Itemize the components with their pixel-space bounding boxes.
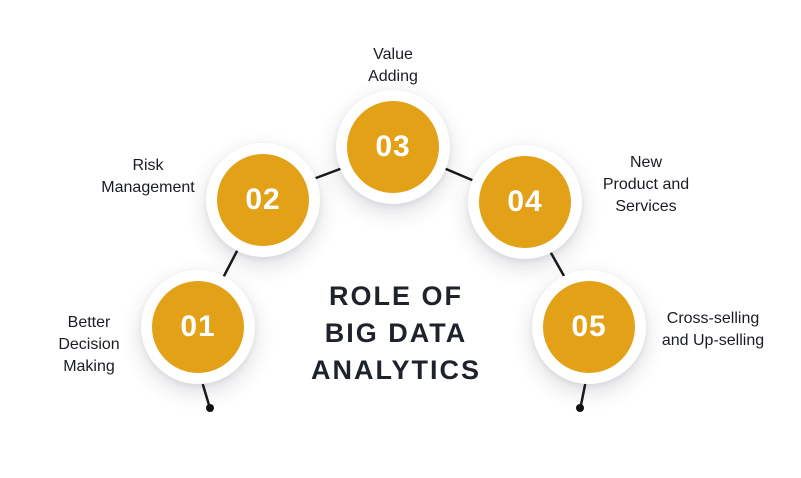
step-label-cross-selling-and-up-selling: Cross-selling and Up-selling bbox=[661, 310, 765, 349]
step-disc-02: 02 bbox=[217, 154, 309, 246]
step-disc-03: 03 bbox=[347, 101, 439, 193]
step-label-value-adding: Value Adding bbox=[368, 46, 418, 85]
step-number-03: 03 bbox=[375, 130, 411, 163]
step-circle-02: 02 bbox=[206, 143, 320, 257]
step-disc-05: 05 bbox=[543, 281, 635, 373]
diagram-title: ROLE OF BIG DATA ANALYTICS bbox=[310, 281, 482, 385]
connector-line bbox=[314, 167, 342, 180]
step-label-better-decision-making: Better Decision Making bbox=[58, 314, 120, 375]
connector-line bbox=[201, 383, 211, 407]
step-number-05: 05 bbox=[571, 310, 607, 343]
step-label-new-product-and-services: New Product and Services bbox=[602, 154, 690, 215]
step-circle-01: 01 bbox=[141, 270, 255, 384]
step-circle-03: 03 bbox=[336, 90, 450, 204]
connector-line bbox=[222, 249, 239, 278]
step-disc-04: 04 bbox=[479, 156, 571, 248]
step-circle-04: 04 bbox=[468, 145, 582, 259]
step-label-risk-management: Risk Management bbox=[101, 157, 195, 196]
connector-line bbox=[444, 167, 474, 182]
step-number-01: 01 bbox=[180, 310, 216, 343]
step-number-02: 02 bbox=[245, 183, 281, 216]
step-number-04: 04 bbox=[507, 185, 543, 218]
step-circle-05: 05 bbox=[532, 270, 646, 384]
connector-line bbox=[549, 251, 566, 278]
connector-line bbox=[579, 383, 587, 407]
endpoint-dot bbox=[206, 404, 214, 412]
endpoint-dot bbox=[576, 404, 584, 412]
step-disc-01: 01 bbox=[152, 281, 244, 373]
